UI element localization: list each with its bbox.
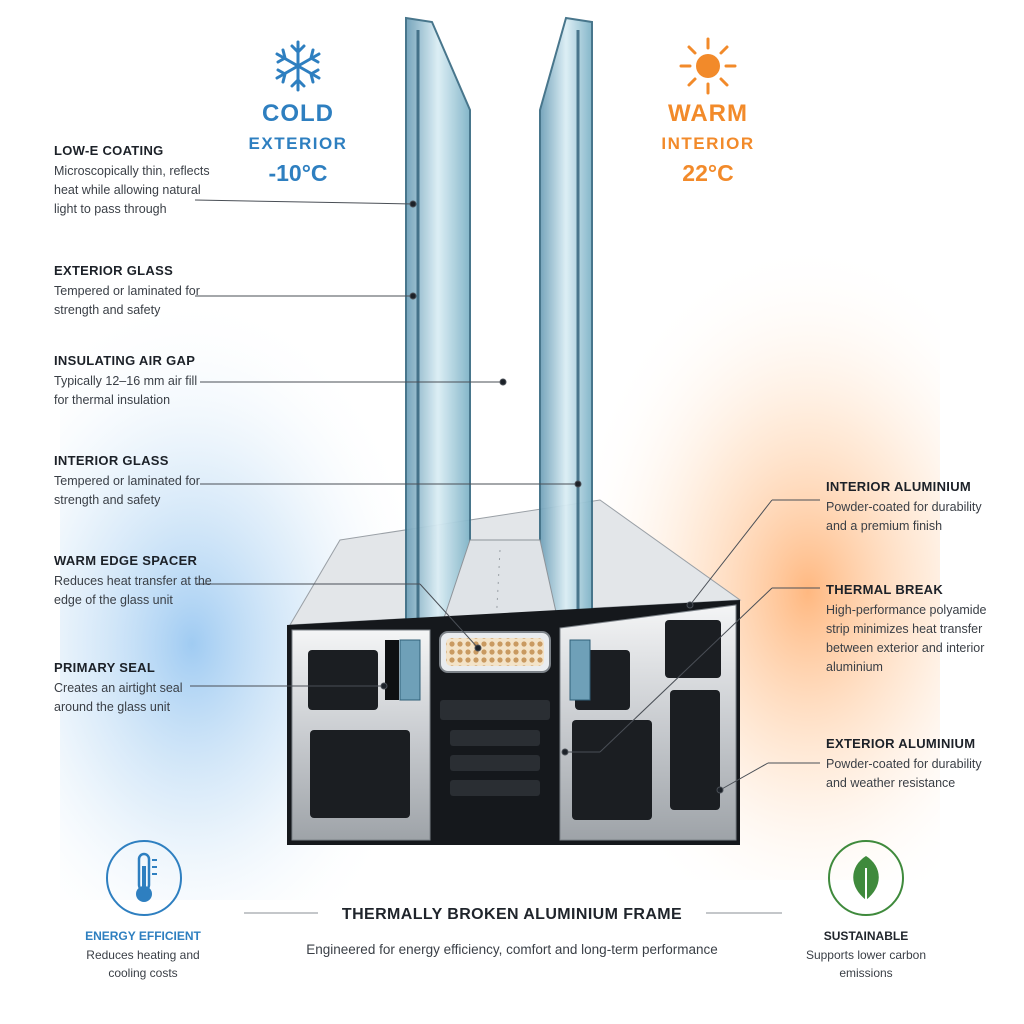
warm-temperature: 22°C: [682, 160, 734, 186]
label-body: Microscopically thin, reflects heat whil…: [54, 164, 210, 216]
label-low-e-coating: LOW-E COATING Microscopically thin, refl…: [54, 143, 214, 219]
badge-sustainable-body: Supports lower carbon emissions: [805, 948, 927, 980]
label-title: INTERIOR ALUMINIUM: [826, 479, 972, 494]
label-title: EXTERIOR ALUMINIUM: [826, 736, 976, 751]
label-body: Creates an airtight seal around the glas…: [54, 681, 183, 714]
frame-title: THERMALLY BROKEN ALUMINIUM FRAME: [341, 906, 683, 923]
frame-subtitle: Engineered for energy efficiency, comfor…: [306, 942, 718, 957]
warm-subtitle: INTERIOR: [661, 134, 755, 153]
label-title: LOW-E COATING: [54, 143, 164, 158]
label-title: INSULATING AIR GAP: [54, 353, 196, 368]
label-interior-aluminium: INTERIOR ALUMINIUM Powder-coated for dur…: [826, 479, 996, 536]
cold-temperature: -10°C: [268, 160, 328, 186]
badge-sustainable-title: SUSTAINABLE: [823, 929, 909, 943]
label-insulating-air-gap: INSULATING AIR GAP Typically 12–16 mm ai…: [54, 353, 214, 410]
label-body: Typically 12–16 mm air fill for thermal …: [54, 374, 198, 407]
warm-title: WARM: [668, 100, 748, 127]
label-body: Reduces heat transfer at the edge of the…: [54, 574, 212, 607]
label-body: Powder-coated for durability and weather…: [826, 757, 982, 790]
badge-energy-title: ENERGY EFFICIENT: [85, 929, 201, 943]
label-title: EXTERIOR GLASS: [54, 263, 174, 278]
badge-energy-body: Reduces heating and cooling costs: [86, 948, 200, 980]
label-exterior-aluminium: EXTERIOR ALUMINIUM Powder-coated for dur…: [826, 736, 996, 793]
label-title: PRIMARY SEAL: [54, 660, 156, 675]
label-body: Tempered or laminated for strength and s…: [54, 474, 200, 507]
label-body: Powder-coated for durability and a premi…: [826, 500, 982, 533]
snowflake-icon: [275, 40, 321, 92]
label-thermal-break: THERMAL BREAK High-performance polyamide…: [826, 582, 996, 677]
label-title: INTERIOR GLASS: [54, 453, 169, 468]
label-body: High-performance polyamide strip minimiz…: [826, 603, 987, 674]
label-interior-glass: INTERIOR GLASS Tempered or laminated for…: [54, 453, 214, 510]
thermometer-icon: [106, 840, 182, 916]
label-title: WARM EDGE SPACER: [54, 553, 198, 568]
label-primary-seal: PRIMARY SEAL Creates an airtight seal ar…: [54, 660, 214, 717]
sun-icon: [679, 37, 737, 95]
label-body: Tempered or laminated for strength and s…: [54, 284, 200, 317]
label-exterior-glass: EXTERIOR GLASS Tempered or laminated for…: [54, 263, 214, 320]
cold-subtitle: EXTERIOR: [248, 134, 348, 153]
label-warm-edge-spacer: WARM EDGE SPACER Reduces heat transfer a…: [54, 553, 214, 610]
label-title: THERMAL BREAK: [826, 582, 944, 597]
leaf-icon: [828, 840, 904, 916]
cold-title: COLD: [262, 100, 334, 127]
